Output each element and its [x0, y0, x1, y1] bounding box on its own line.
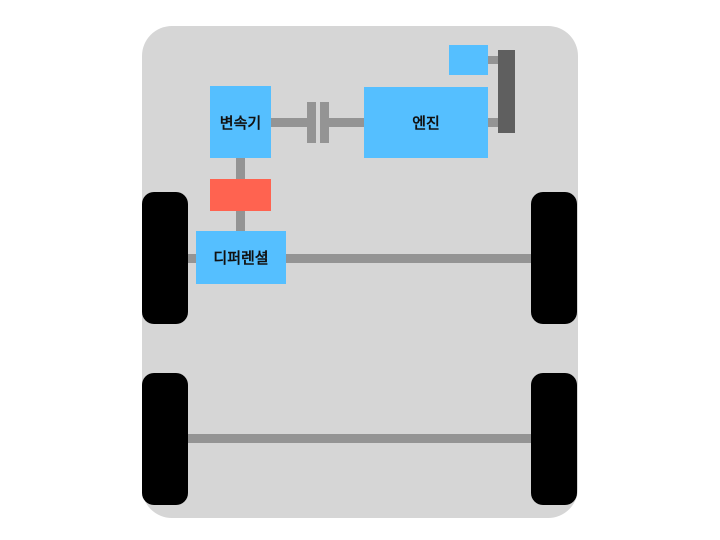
clutch-plate-right	[320, 102, 329, 143]
front-left-wheel	[142, 192, 188, 324]
auxiliary-box	[449, 45, 488, 75]
transmission-output-shaft	[270, 118, 310, 127]
rear-left-wheel	[142, 373, 188, 505]
rear-right-wheel	[531, 373, 577, 505]
differential-label: 디퍼렌셜	[213, 249, 269, 267]
transmission-box: 변속기	[210, 86, 271, 158]
propeller-joint-box	[210, 179, 271, 211]
aux-shaft	[486, 56, 500, 64]
transmission-label: 변속기	[219, 113, 262, 132]
engine-label: 엔진	[412, 114, 440, 132]
flywheel-bar	[498, 50, 515, 133]
clutch-plate-left	[307, 102, 316, 143]
engine-input-shaft	[326, 118, 366, 127]
front-axle-shaft	[186, 254, 534, 263]
front-right-wheel	[531, 192, 577, 324]
engine-box: 엔진	[364, 87, 488, 158]
engine-rear-shaft	[486, 118, 500, 127]
differential-box: 디퍼렌셜	[196, 231, 286, 284]
rear-axle-shaft	[186, 434, 534, 443]
